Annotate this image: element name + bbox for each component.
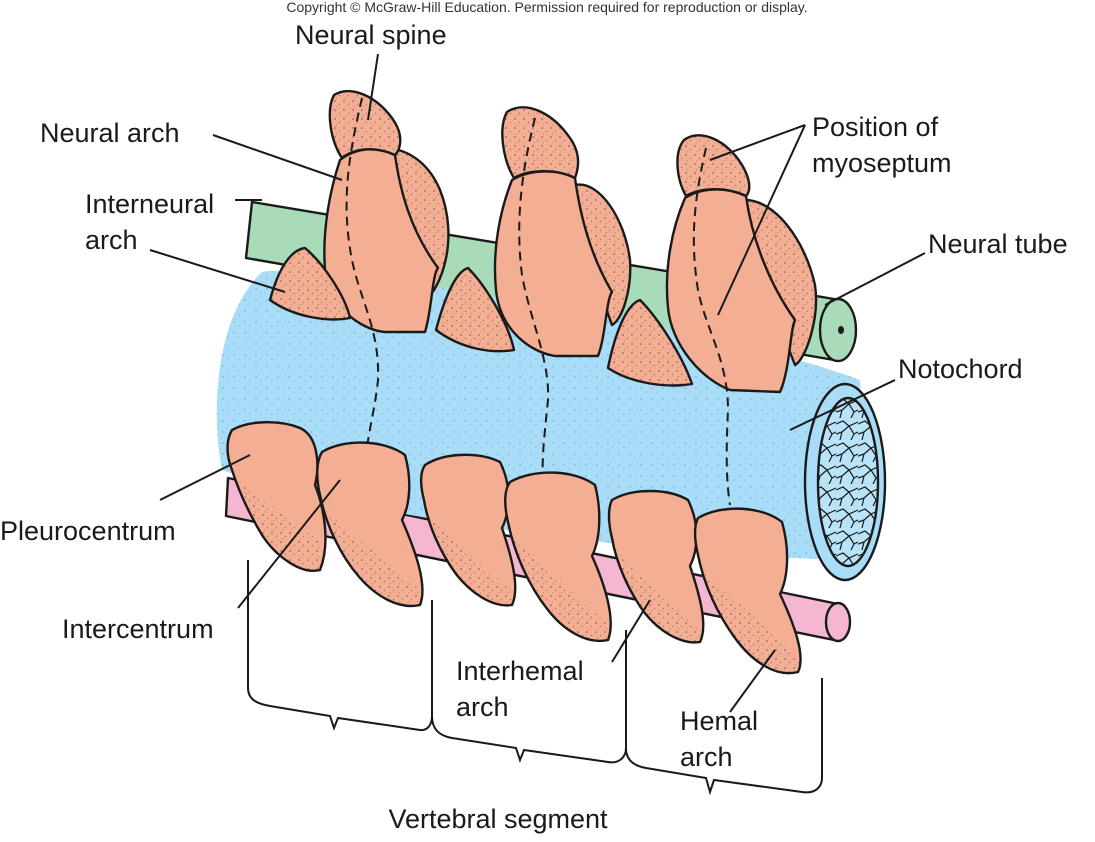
pleurocentrum-3 [607,489,705,644]
label-vertebral-segment: Vertebral segment [388,804,608,834]
copyright-notice: Copyright © McGraw-Hill Education. Permi… [286,0,807,15]
label-neural-arch: Neural arch [40,118,180,148]
label-hemal-arch-line2: arch [680,742,733,772]
label-position-of-myoseptum-line1: Position of [812,112,939,142]
neural-arch-2 [493,106,632,358]
interneural-arch-3 [606,298,694,387]
label-neural-spine: Neural spine [295,20,447,50]
myoseptum-lines [345,97,731,506]
interneural-arch-2 [434,266,516,353]
label-interhemal-arch-line1: Interhemal [456,656,584,686]
intercentrum-2 [504,471,612,643]
label-interneural-arch-line2: arch [85,225,138,255]
label-neural-tube: Neural tube [928,229,1068,259]
vertebral-segment-bracket [247,560,823,796]
label-interhemal-arch-line2: arch [456,692,509,722]
interneural-arch-1 [268,246,352,321]
label-intercentrum: Intercentrum [62,614,214,644]
intercentrum-3 [693,507,802,675]
label-notochord: Notochord [898,354,1023,384]
leader-lines [149,53,926,713]
neural-arch-1 [323,90,450,334]
label-position-of-myoseptum-line2: myoseptum [812,148,952,178]
label-hemal-arch-line1: Hemal [680,706,758,736]
pleurocentrum-2 [419,453,517,607]
label-interneural-arch-line1: Interneural [85,189,214,219]
intercentrum-1 [316,441,424,608]
neural-arch-3 [665,134,818,394]
label-pleurocentrum: Pleurocentrum [0,516,176,546]
pleurocentrum-1 [226,421,327,572]
